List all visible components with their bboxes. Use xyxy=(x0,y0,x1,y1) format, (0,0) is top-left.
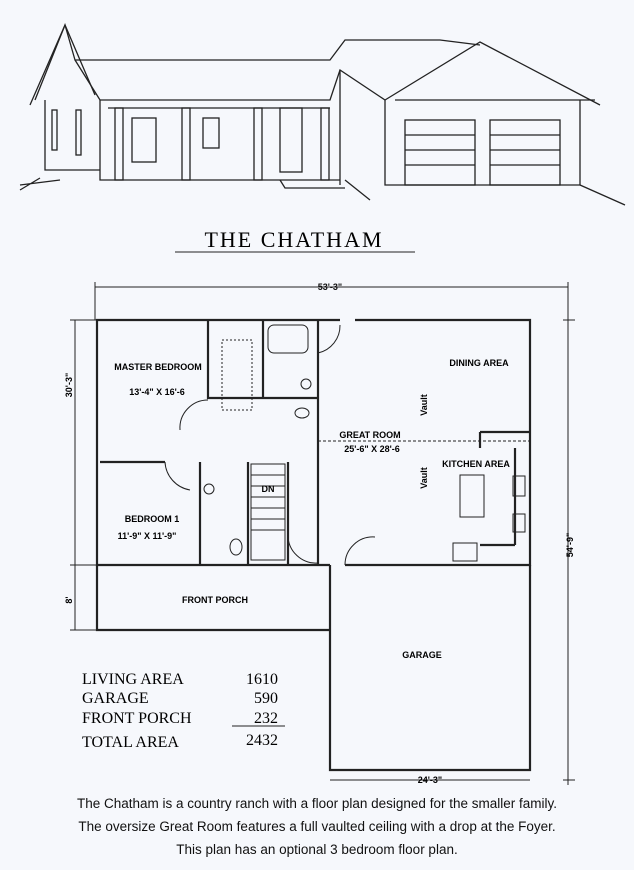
dimension-lines xyxy=(70,282,575,785)
room-dining-area: DINING AREA xyxy=(449,358,509,368)
porch-depth-dimension: 8' xyxy=(64,596,74,603)
vault-label-upper: Vault xyxy=(419,394,429,416)
overall-depth-dimension: 54'-9" xyxy=(565,533,575,557)
room-bedroom1-name: BEDROOM 1 xyxy=(125,514,180,524)
room-great-room-name: GREAT ROOM xyxy=(339,430,400,440)
main-depth-dimension: 30'-3" xyxy=(64,373,74,397)
area-value: 2432 xyxy=(246,732,278,749)
floor-plan-walls xyxy=(95,318,532,772)
garage-width-dimension: 24'-3" xyxy=(418,775,442,785)
room-kitchen-area: KITCHEN AREA xyxy=(442,459,510,469)
caption-line: This plan has an optional 3 bedroom floo… xyxy=(176,842,458,857)
area-table: LIVING AREA 1610 GARAGE 590 FRONT PORCH … xyxy=(82,671,285,751)
area-label: LIVING AREA xyxy=(82,671,184,688)
overall-width-dimension: 53'-3" xyxy=(318,282,342,292)
caption-line: The Chatham is a country ranch with a fl… xyxy=(77,796,557,811)
room-master-bedroom-name: MASTER BEDROOM xyxy=(114,362,202,372)
area-label: TOTAL AREA xyxy=(82,734,179,751)
garage-label: GARAGE xyxy=(402,650,442,660)
vault-label-lower: Vault xyxy=(419,467,429,489)
area-value: 232 xyxy=(254,710,278,727)
area-value: 590 xyxy=(254,690,278,707)
room-great-room-size: 25'-6" X 28'-6 xyxy=(344,444,400,454)
area-label: FRONT PORCH xyxy=(82,710,192,727)
floor-plan-details xyxy=(164,324,530,566)
area-label: GARAGE xyxy=(82,690,149,707)
front-porch-label: FRONT PORCH xyxy=(182,595,248,605)
caption-line: The oversize Great Room features a full … xyxy=(78,819,556,834)
area-value: 1610 xyxy=(246,671,278,688)
stair-down-label: DN xyxy=(262,484,275,494)
house-elevation-drawing xyxy=(19,23,626,206)
room-bedroom1-size: 11'-9" X 11'-9" xyxy=(118,531,177,541)
plan-title: THE CHATHAM xyxy=(204,227,383,252)
room-master-bedroom-size: 13'-4" X 16'-6 xyxy=(129,387,185,397)
